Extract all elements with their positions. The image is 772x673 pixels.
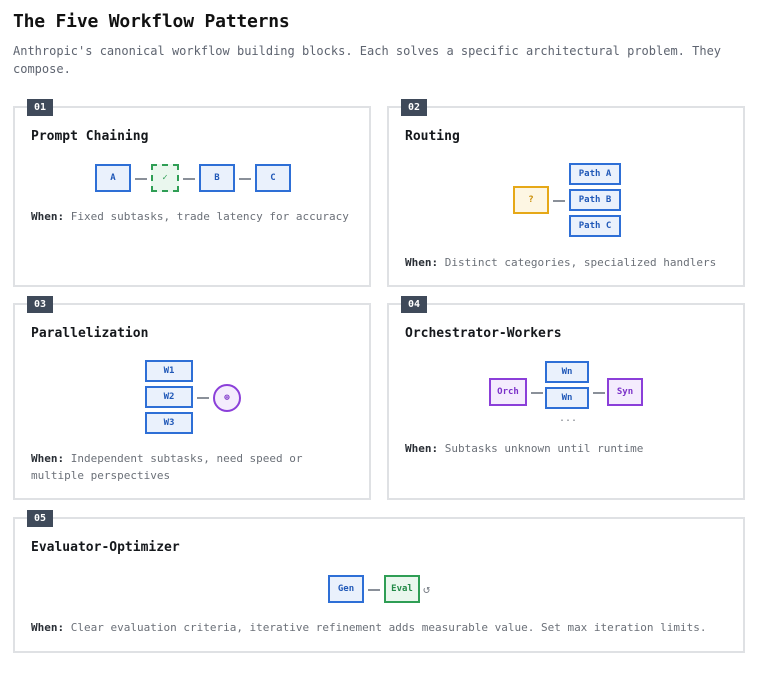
when-text: When: Clear evaluation criteria, iterati… bbox=[31, 619, 741, 636]
pattern-number-badge: 01 bbox=[27, 99, 54, 116]
pattern-number-badge: 02 bbox=[401, 99, 428, 116]
when-label: When: bbox=[405, 442, 439, 455]
when-label: When: bbox=[31, 452, 65, 465]
parallel-worker-1: W1 bbox=[145, 360, 193, 382]
more-workers-ellipsis: ... bbox=[559, 413, 578, 424]
page-title: The Five Workflow Patterns bbox=[13, 11, 290, 32]
when-description: Fixed subtasks, trade latency for accura… bbox=[70, 210, 349, 223]
when-label: When: bbox=[31, 210, 65, 223]
loop-icon: ↺ bbox=[423, 582, 431, 596]
connector-line bbox=[239, 178, 251, 180]
when-description: Independent subtasks, need speed or mult… bbox=[31, 452, 303, 482]
when-description: Subtasks unknown until runtime bbox=[444, 442, 644, 455]
connector-line bbox=[197, 397, 209, 399]
synthesizer-node: Syn bbox=[607, 378, 643, 406]
pattern-title: Parallelization bbox=[31, 326, 149, 341]
generator-node: Gen bbox=[328, 575, 364, 603]
when-text: When: Distinct categories, specialized h… bbox=[405, 254, 735, 271]
when-label: When: bbox=[405, 256, 439, 269]
pattern-title: Routing bbox=[405, 129, 460, 144]
route-path-c: Path C bbox=[569, 215, 621, 237]
orchestrator-node: Orch bbox=[489, 378, 527, 406]
pattern-card-parallelization: 03 Parallelization W1 W2 W3 ⊕ When: Inde… bbox=[13, 296, 371, 500]
pattern-card-evaluator-optimizer: 05 Evaluator-Optimizer Gen Eval ↺ When: … bbox=[13, 510, 745, 653]
chain-node-b: B bbox=[199, 164, 235, 192]
pattern-number-badge: 05 bbox=[27, 510, 54, 527]
pattern-card-prompt-chaining: 01 Prompt Chaining A ✓ B C When: Fixed s… bbox=[13, 99, 371, 287]
when-description: Distinct categories, specialized handler… bbox=[444, 256, 717, 269]
connector-line bbox=[368, 589, 380, 591]
router-node: ? bbox=[513, 186, 549, 214]
route-path-b: Path B bbox=[569, 189, 621, 211]
connector-line bbox=[183, 178, 195, 180]
pattern-card-orchestrator-workers: 04 Orchestrator-Workers Orch Wn Wn ... S… bbox=[387, 296, 745, 500]
pattern-card-routing: 02 Routing ? Path A Path B Path C When: … bbox=[387, 99, 745, 287]
chain-node-a: A bbox=[95, 164, 131, 192]
evaluator-node: Eval bbox=[384, 575, 420, 603]
worker-node: Wn bbox=[545, 387, 589, 409]
when-description: Clear evaluation criteria, iterative ref… bbox=[70, 621, 707, 634]
connector-line bbox=[135, 178, 147, 180]
parallel-worker-2: W2 bbox=[145, 386, 193, 408]
connector-line bbox=[531, 392, 543, 394]
when-label: When: bbox=[31, 621, 65, 634]
when-text: When: Fixed subtasks, trade latency for … bbox=[31, 208, 361, 225]
connector-line bbox=[593, 392, 605, 394]
pattern-title: Orchestrator-Workers bbox=[405, 326, 562, 341]
page-subtitle: Anthropic's canonical workflow building … bbox=[13, 44, 722, 76]
worker-node: Wn bbox=[545, 361, 589, 383]
pattern-title: Prompt Chaining bbox=[31, 129, 149, 144]
when-text: When: Independent subtasks, need speed o… bbox=[31, 450, 321, 484]
chain-node-c: C bbox=[255, 164, 291, 192]
route-path-a: Path A bbox=[569, 163, 621, 185]
check-gate-icon: ✓ bbox=[151, 164, 179, 192]
pattern-title: Evaluator-Optimizer bbox=[31, 540, 180, 555]
parallel-worker-3: W3 bbox=[145, 412, 193, 434]
when-text: When: Subtasks unknown until runtime bbox=[405, 440, 735, 457]
connector-line bbox=[553, 200, 565, 202]
pattern-number-badge: 03 bbox=[27, 296, 54, 313]
aggregate-icon: ⊕ bbox=[213, 384, 241, 412]
pattern-number-badge: 04 bbox=[401, 296, 428, 313]
